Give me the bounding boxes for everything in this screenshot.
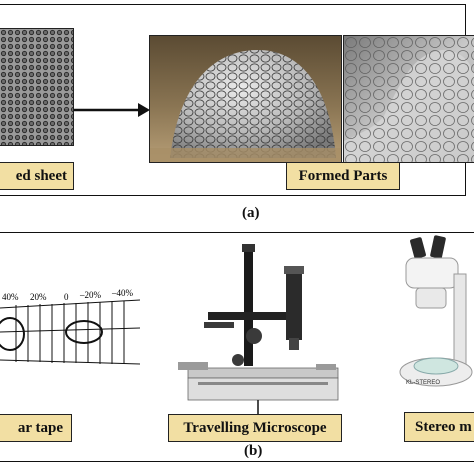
svg-text:KL-STEREO: KL-STEREO	[406, 380, 440, 386]
panel-b-letter: (b)	[244, 443, 263, 459]
stereo-label: Stereo m	[404, 412, 474, 442]
panel-a-letter: (a)	[242, 205, 260, 221]
tape-label-1: 40%	[2, 292, 19, 302]
formed-cone-photo	[343, 35, 474, 163]
panel-b-frame	[0, 232, 474, 462]
stereo-microscope-image: KL-STEREO	[396, 234, 474, 404]
tape-label-text: ar tape	[17, 419, 63, 436]
stereo-label-text: Stereo m	[415, 418, 472, 435]
gridded-sheet-photo	[0, 28, 74, 146]
tape-diagram: 40% 20% 0 –20% –40%	[0, 280, 150, 390]
microscope-label-text: Travelling Microscope	[183, 419, 327, 436]
tape-label-3: 0	[64, 292, 69, 302]
microscope-label: Travelling Microscope	[168, 414, 342, 442]
tape-label-2: 20%	[30, 292, 47, 302]
travelling-microscope-image	[168, 240, 343, 410]
tape-label: ar tape	[0, 414, 72, 442]
sheet-label-text: ed sheet	[15, 167, 67, 184]
sheet-label: ed sheet	[0, 162, 74, 190]
tape-label-4: –20%	[80, 290, 101, 300]
formed-dome-photo	[149, 35, 342, 163]
tape-label-5: –40%	[112, 288, 133, 298]
formed-parts-label: Formed Parts	[286, 162, 400, 190]
formed-parts-label-text: Formed Parts	[298, 167, 388, 184]
arrow-icon	[74, 103, 150, 117]
